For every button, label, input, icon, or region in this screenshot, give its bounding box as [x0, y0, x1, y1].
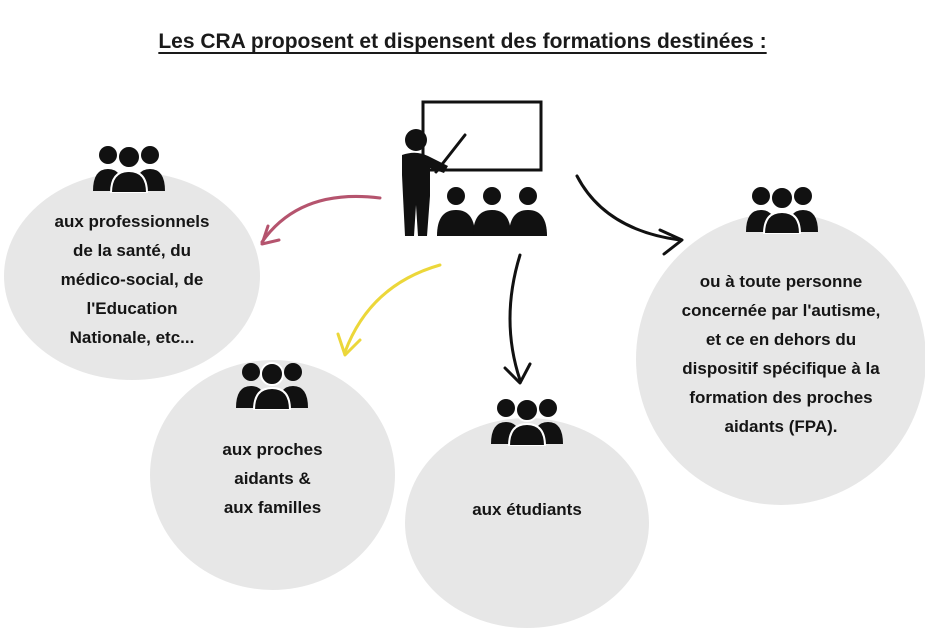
people-group-icon: [236, 362, 308, 410]
people-group-icon: [491, 398, 563, 446]
arrow-to-professionals: [260, 194, 382, 246]
teacher-presenting-to-group-icon: [402, 100, 547, 236]
bubble-others: [636, 213, 925, 505]
arrow-to-families: [336, 263, 442, 357]
bubble-professionals: [4, 172, 260, 380]
arrow-to-others: [575, 174, 684, 256]
audience-label-professionals: aux professionnels de la santé, du médic…: [54, 212, 210, 347]
audience-label-families: aux proches aidants & aux familles: [222, 440, 323, 517]
audience-label-students: aux étudiants: [472, 500, 582, 519]
bubble-students: [405, 418, 649, 628]
audience-label-others: ou à toute personne concernée par l'auti…: [681, 272, 881, 436]
page-title: Les CRA proposent et dispensent des form…: [158, 30, 767, 53]
people-group-icon: [746, 186, 818, 234]
arrow-to-students: [503, 253, 532, 385]
people-group-icon: [93, 145, 165, 193]
